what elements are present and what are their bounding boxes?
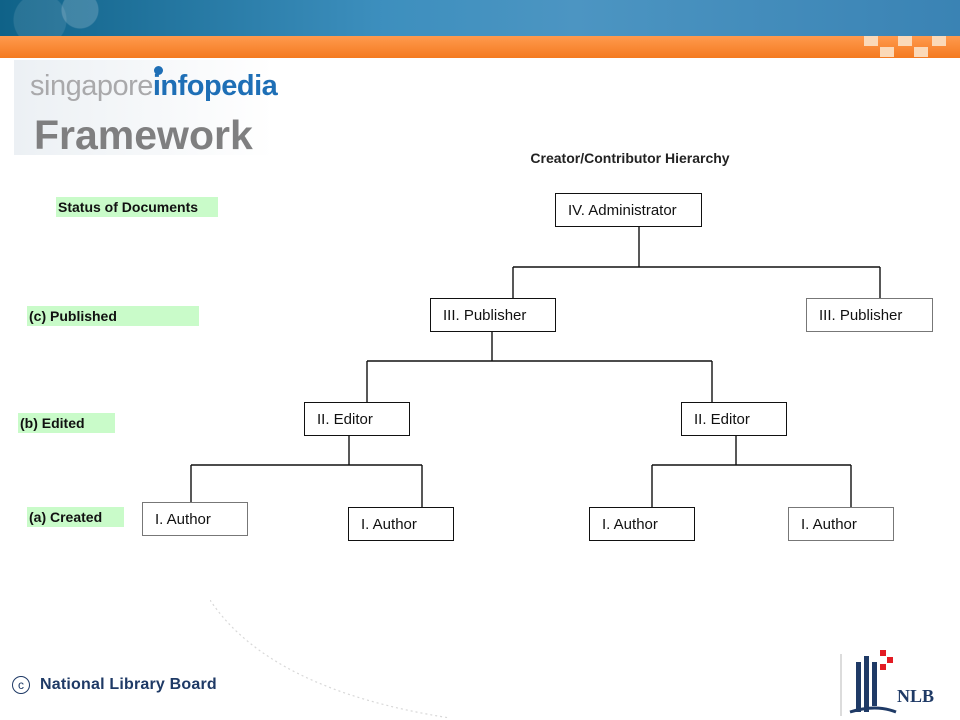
node-author-1: I. Author — [142, 502, 248, 536]
diagram-title: Creator/Contributor Hierarchy — [530, 150, 730, 166]
logo-watermark — [14, 60, 274, 155]
copyright-icon: c — [12, 676, 30, 694]
node-editor-1: II. Editor — [304, 402, 410, 436]
node-author-2: I. Author — [348, 507, 454, 541]
logo-i-dot — [154, 66, 163, 75]
node-author-3: I. Author — [589, 507, 695, 541]
status-created: (a) Created — [27, 507, 124, 527]
footer-organization: National Library Board — [40, 676, 217, 693]
status-edited: (b) Edited — [18, 413, 115, 433]
page-title: Framework — [34, 112, 253, 158]
node-author-4: I. Author — [788, 507, 894, 541]
logo-singapore: singapore — [30, 70, 153, 102]
singapore-infopedia-logo: singaporeinfopedia — [30, 70, 278, 103]
logo-infopedia: infopedia — [152, 70, 278, 102]
node-editor-2: II. Editor — [681, 402, 787, 436]
status-heading: Status of Documents — [56, 197, 218, 217]
status-published: (c) Published — [27, 306, 199, 326]
top-banner — [0, 0, 960, 36]
nlb-wordmark: NLB — [897, 686, 935, 706]
stripe-squares — [860, 36, 960, 58]
node-administrator: IV. Administrator — [555, 193, 702, 227]
orange-stripe — [0, 36, 960, 58]
node-publisher-2: III. Publisher — [806, 298, 933, 332]
footer-divider — [840, 654, 842, 716]
decorative-arc — [210, 600, 451, 719]
banner-decoration — [0, 0, 260, 36]
nlb-logo-icon — [849, 650, 897, 714]
node-publisher-1: III. Publisher — [430, 298, 556, 332]
footer-copyright: c National Library Board — [12, 676, 217, 694]
